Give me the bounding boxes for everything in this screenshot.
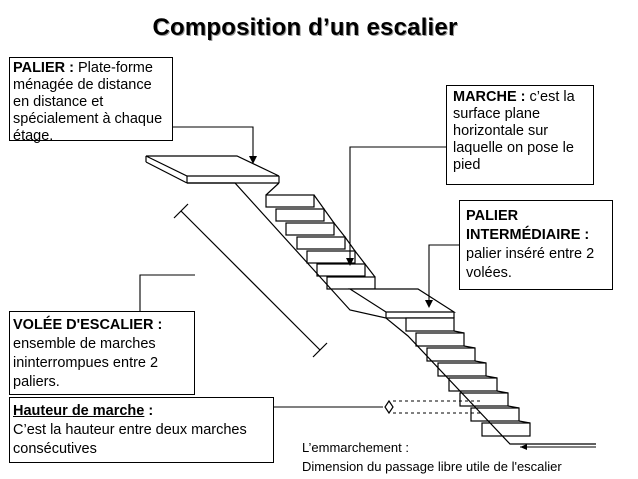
volee-label: VOLÉE D'ESCALIER : bbox=[13, 317, 163, 333]
volee-box: VOLÉE D'ESCALIER : ensemble de marches i… bbox=[9, 311, 195, 395]
stair-stringer bbox=[187, 182, 596, 445]
palier-intermediaire-text: palier inséré entre 2 volées. bbox=[466, 246, 595, 281]
palier-intermediaire-label: PALIER INTERMÉDIAIRE : bbox=[466, 208, 590, 243]
palier-label: PALIER : bbox=[13, 60, 74, 76]
leader-lines bbox=[139, 126, 596, 448]
hauteur-colon: : bbox=[148, 403, 154, 419]
hauteur-box: Hauteur de marche : C’est la hauteur ent… bbox=[9, 397, 274, 463]
hauteur-marker bbox=[384, 399, 394, 415]
lower-flight bbox=[405, 317, 531, 437]
hauteur-guides bbox=[393, 400, 482, 414]
marche-label: MARCHE : bbox=[453, 89, 526, 105]
hauteur-text: C’est la hauteur entre deux marches cons… bbox=[13, 422, 247, 457]
page-title: Composition d’un escalier bbox=[152, 14, 458, 41]
marche-text: c’est la surface plane horizontale sur l… bbox=[453, 89, 575, 173]
palier-box: PALIER : Plate-forme ménagée de distance… bbox=[9, 57, 173, 144]
marche-box: MARCHE : c’est la surface plane horizont… bbox=[446, 85, 594, 185]
top-landing bbox=[145, 155, 280, 184]
volee-dimension-line bbox=[173, 203, 328, 358]
palier-intermediaire-box: PALIER INTERMÉDIAIRE : palier inséré ent… bbox=[459, 200, 613, 290]
emmarchement-text: Dimension du passage libre utile de l'es… bbox=[302, 459, 562, 474]
upper-flight bbox=[265, 182, 376, 290]
palier-text: Plate-forme ménagée de distance en dista… bbox=[13, 60, 163, 144]
volee-text: ensemble de marches ininterrompues entre… bbox=[13, 336, 159, 390]
hauteur-label: Hauteur de marche bbox=[13, 403, 145, 419]
arrowheads bbox=[249, 156, 527, 450]
emmarchement-label: L’emmarchement : bbox=[302, 440, 409, 455]
